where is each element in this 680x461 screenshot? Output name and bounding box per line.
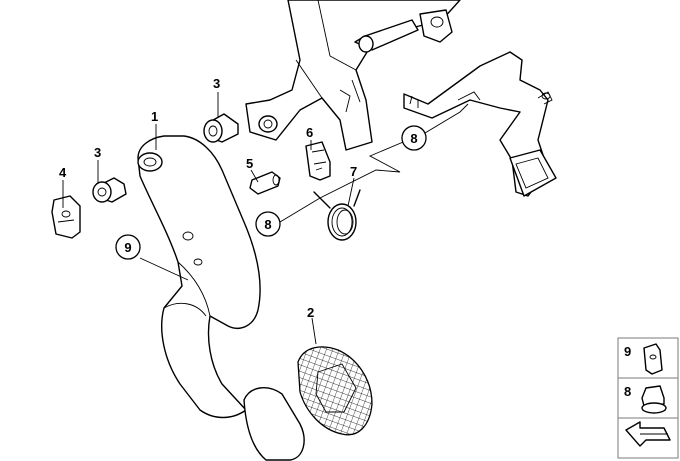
bushing-upper	[203, 113, 239, 143]
retaining-clip	[305, 141, 331, 181]
callout-9: 9	[115, 234, 141, 260]
callout-6: 6	[306, 125, 313, 140]
legend-item-9-label: 9	[624, 344, 631, 359]
grommet-symbol-icon	[641, 385, 665, 407]
leader-lines	[62, 92, 469, 345]
callout-3-upper: 3	[213, 76, 220, 91]
legend-panel: 9 8	[617, 337, 679, 459]
callout-8-right: 8	[401, 125, 427, 151]
pedal-bracket	[245, 0, 461, 151]
callout-1: 1	[151, 109, 158, 124]
callout-5: 5	[246, 156, 253, 171]
callout-8-left: 8	[255, 211, 281, 237]
callout-2: 2	[307, 305, 314, 320]
spring	[313, 189, 361, 241]
pin	[249, 171, 281, 195]
pedal-pad	[297, 346, 373, 436]
pedal-lever	[137, 135, 261, 419]
sensor-bracket	[403, 51, 557, 197]
pedal-pad-base	[243, 387, 305, 461]
clip	[51, 195, 81, 239]
callout-3-lower: 3	[94, 145, 101, 160]
bushing-lower	[92, 177, 127, 203]
legend-item-8-label: 8	[624, 384, 631, 399]
callout-7: 7	[350, 164, 357, 179]
callout-9-text: 9	[124, 240, 131, 255]
callout-8-right-text: 8	[410, 131, 417, 146]
callout-4: 4	[59, 165, 67, 180]
callout-8-left-text: 8	[264, 217, 271, 232]
